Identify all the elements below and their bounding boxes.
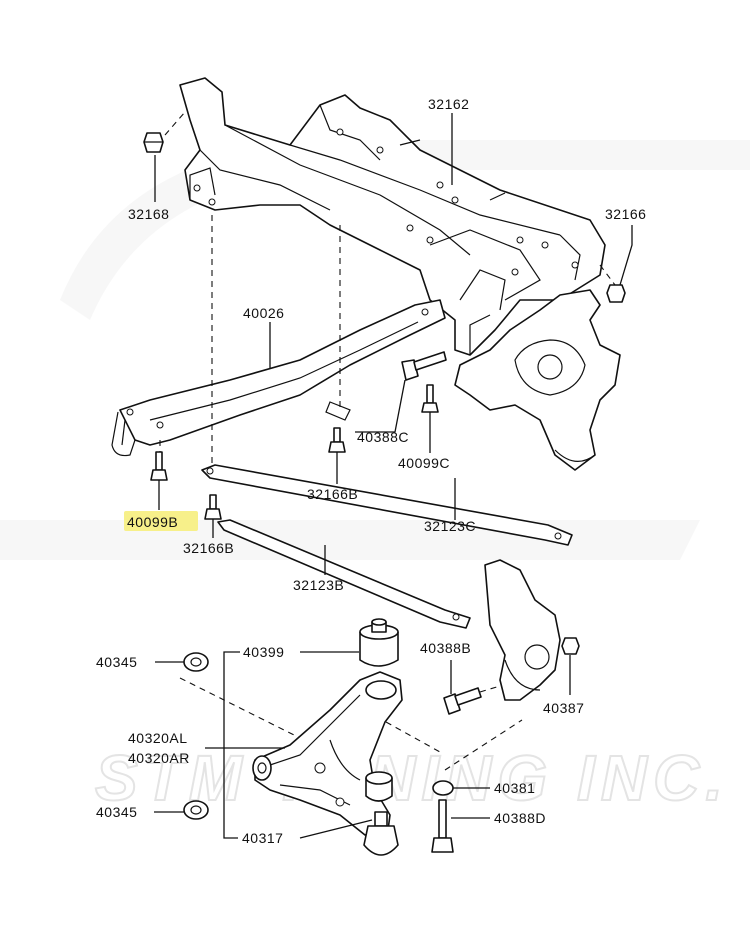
label-40317: 40317: [242, 830, 283, 846]
leader-lines: [154, 113, 633, 839]
part-labels: 32162 32168 32166 40026 40388C 40099C 32…: [96, 96, 646, 846]
label-40399: 40399: [243, 644, 284, 660]
label-32123B: 32123B: [293, 577, 344, 593]
label-40099B: 40099B: [127, 514, 178, 530]
highlight-40099B: [124, 511, 198, 531]
strut-bar-32123C: [201, 464, 573, 546]
label-40388B: 40388B: [420, 640, 471, 656]
label-40320AL: 40320AL: [128, 730, 188, 746]
bolt-40099C-icon: [421, 384, 439, 413]
label-40387: 40387: [543, 700, 584, 716]
nut-32166-icon: [606, 284, 626, 303]
label-40381: 40381: [494, 780, 535, 796]
nut-32168-icon: [143, 132, 164, 153]
bolt-40099B-icon: [150, 451, 168, 481]
nut-40387-icon: [561, 637, 580, 655]
bolt-40388C-icon: [401, 351, 447, 381]
label-40320AR: 40320AR: [128, 750, 190, 766]
bolt-32166B-upper-icon: [328, 427, 346, 453]
bolt-40388B-icon: [443, 687, 482, 715]
steering-knuckle-lower: [484, 559, 561, 701]
bolt-32166B-lower-icon: [204, 494, 222, 520]
label-32166B-upper: 32166B: [307, 486, 358, 502]
label-40026: 40026: [243, 305, 284, 321]
label-40099C: 40099C: [398, 455, 450, 471]
washer-40345-lower-icon: [183, 800, 209, 820]
bushing-40381-icon: [365, 771, 393, 802]
ball-joint-40317-icon: [363, 811, 399, 856]
washer-40345-upper-icon: [183, 652, 209, 672]
label-40388C: 40388C: [357, 429, 409, 445]
strut-bar-32123B: [217, 519, 471, 629]
alignment-lines: [159, 111, 616, 771]
label-40345-lower: 40345: [96, 804, 137, 820]
brace-40026: [111, 299, 446, 457]
label-32166B-lower: 32166B: [183, 540, 234, 556]
label-40345-upper: 40345: [96, 654, 137, 670]
steering-knuckle-upper: [454, 289, 621, 471]
label-32162: 32162: [428, 96, 469, 112]
label-32168: 32168: [128, 206, 169, 222]
label-32166: 32166: [605, 206, 646, 222]
bushing-40399-icon: [359, 618, 399, 667]
bolt-40388D-icon: [431, 799, 454, 853]
washer-40381-icon: [432, 780, 454, 796]
label-32123C: 32123C: [424, 518, 476, 534]
crossmember-32162: [179, 77, 606, 356]
label-40388D: 40388D: [494, 810, 546, 826]
